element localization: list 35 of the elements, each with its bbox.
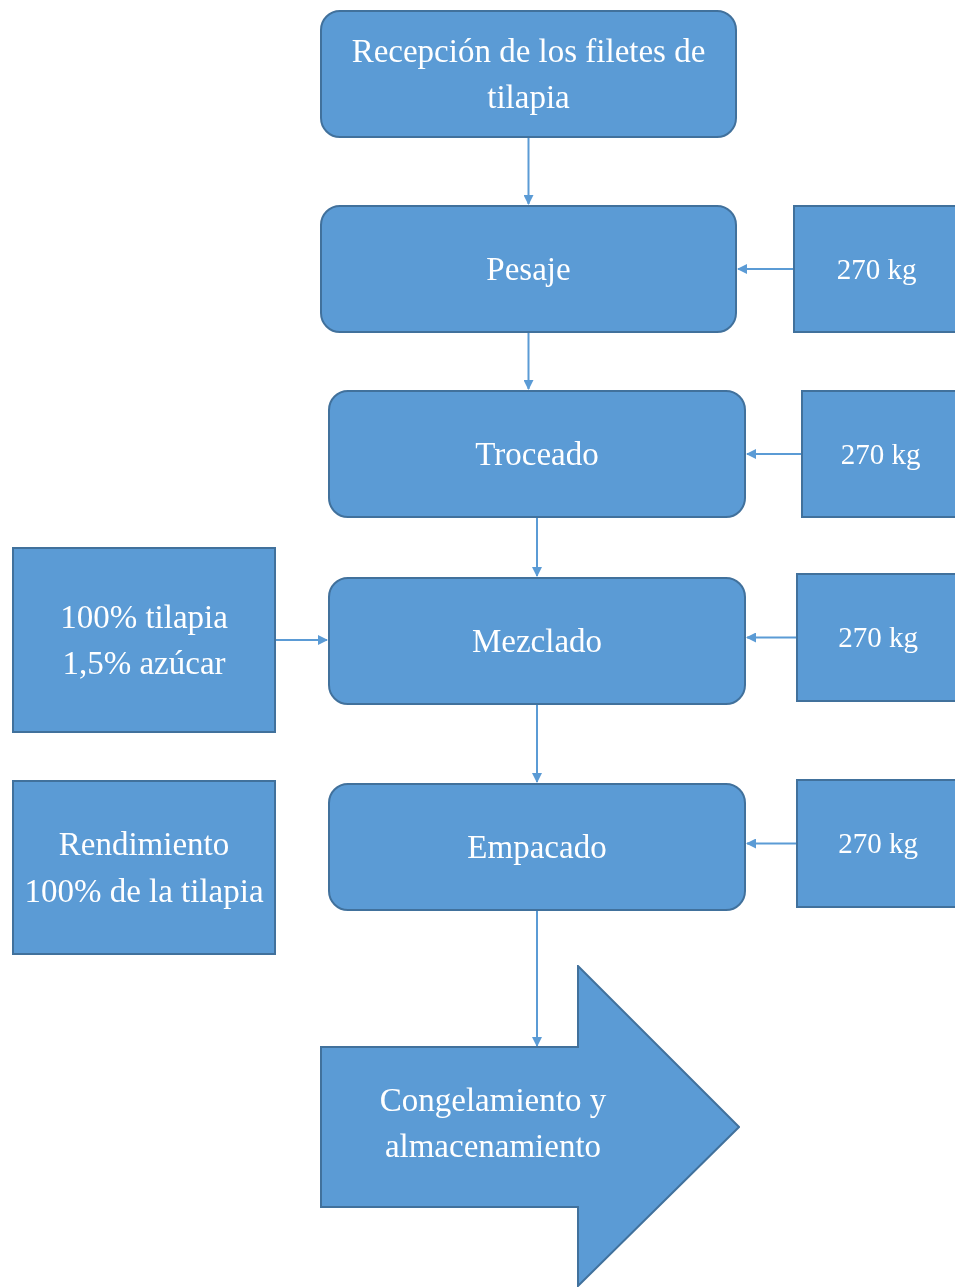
node-label: Rendimiento 100% de la tilapia: [23, 825, 265, 911]
note-box: [12, 547, 276, 733]
node-label: 270 kg: [837, 826, 919, 862]
arrow: [523, 137, 534, 205]
node-label: Troceado: [474, 434, 600, 474]
node-label: 270 kg: [839, 436, 922, 472]
node-label: Congelamiento y almacenamiento: [378, 1081, 608, 1167]
arrow: [275, 635, 328, 645]
node-label: Mezclado: [470, 621, 604, 661]
arrow: [746, 838, 797, 849]
node-label: 270 kg: [837, 620, 919, 656]
process-box: [328, 390, 746, 518]
note-box: [12, 780, 276, 955]
arrow: [523, 332, 534, 390]
node-label: 270 kg: [835, 251, 918, 287]
block-arrow: [320, 965, 740, 1287]
arrow: [746, 449, 802, 459]
process-box: [320, 10, 737, 138]
arrow: [532, 704, 542, 783]
input-box: [793, 205, 955, 333]
input-box: [796, 573, 955, 702]
process-box: [320, 205, 737, 333]
arrow: [746, 632, 797, 643]
input-box: [796, 779, 955, 908]
arrow: [737, 264, 794, 274]
arrow: [532, 517, 542, 577]
process-box: [328, 577, 746, 705]
arrow: [532, 910, 542, 1047]
process-box: [328, 783, 746, 911]
node-label: Recepción de los filetes de tilapia: [350, 31, 707, 117]
node-label: 1,5% azúcar: [61, 644, 227, 683]
node-label: Pesaje: [485, 249, 572, 289]
node-label: Empacado: [466, 827, 608, 867]
node-label: 100% tilapia: [59, 597, 229, 637]
input-box: [801, 390, 955, 518]
